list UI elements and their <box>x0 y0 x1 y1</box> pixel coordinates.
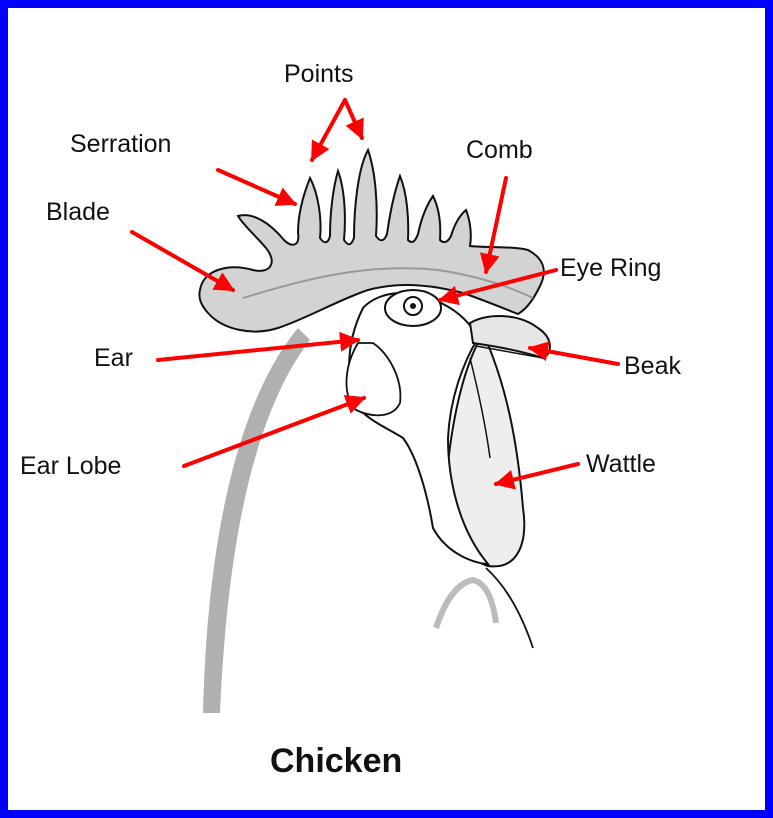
label-ear-lobe: Ear Lobe <box>20 452 121 480</box>
diagram-frame: Points Serration Comb Blade Eye Ring Ear… <box>8 8 765 810</box>
arrow-serration <box>218 170 295 204</box>
arrow-points-1 <box>312 100 345 160</box>
pupil-shape <box>410 303 416 309</box>
arrow-blade <box>132 232 233 290</box>
label-blade: Blade <box>46 198 110 226</box>
body-arc-inner <box>436 580 496 628</box>
chicken-diagram: Points Serration Comb Blade Eye Ring Ear… <box>8 8 765 810</box>
label-beak: Beak <box>624 352 681 380</box>
diagram-title: Chicken <box>270 742 402 780</box>
arrow-ear-lobe <box>184 398 364 466</box>
label-wattle: Wattle <box>586 450 656 478</box>
label-comb: Comb <box>466 136 533 164</box>
arrow-points-2 <box>345 100 362 138</box>
neck-shape <box>203 328 310 713</box>
label-eye-ring: Eye Ring <box>560 254 661 282</box>
label-ear: Ear <box>94 344 133 372</box>
arrow-ear <box>158 340 358 360</box>
label-serration: Serration <box>70 130 171 158</box>
label-points: Points <box>284 60 353 88</box>
